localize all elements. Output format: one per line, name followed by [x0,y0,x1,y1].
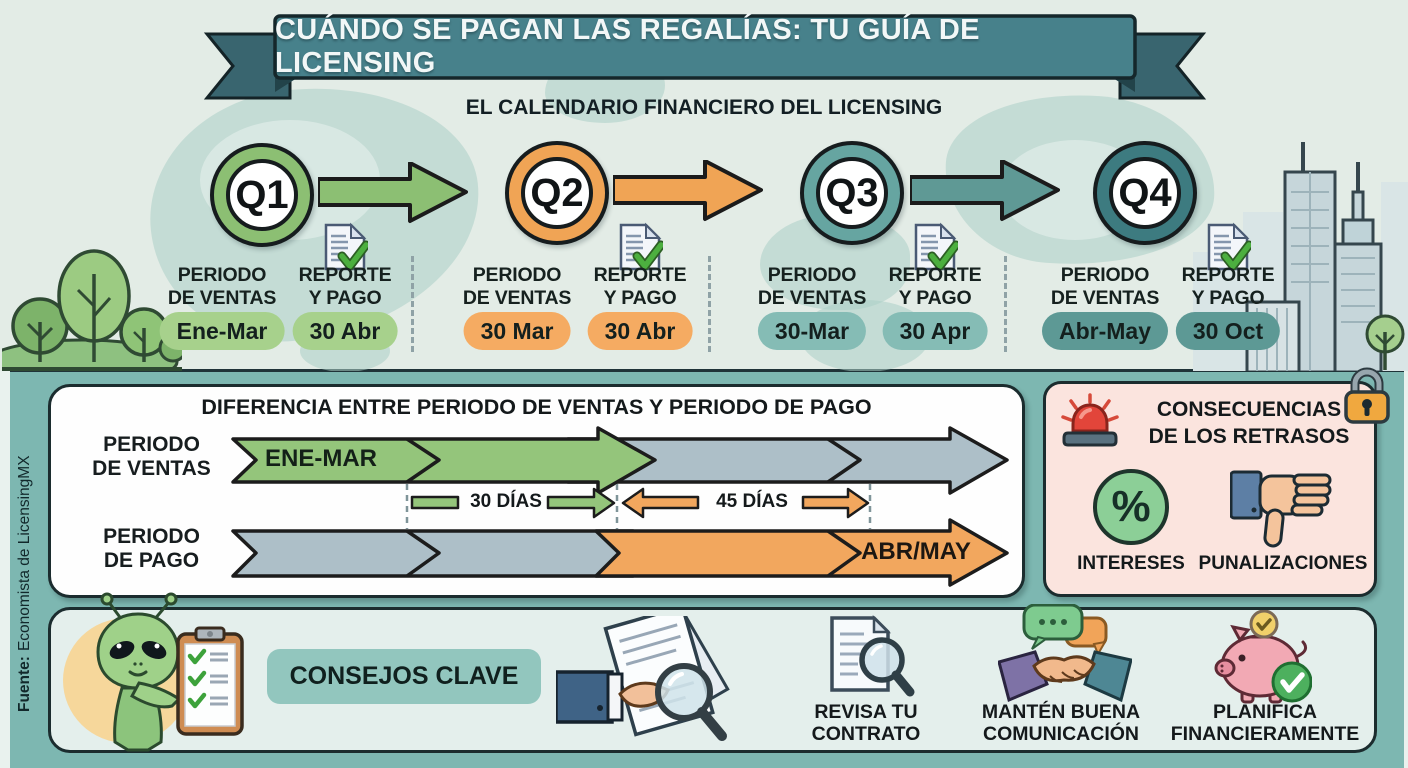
hand-document-icon [556,616,730,741]
q3-label: Q3 [816,157,888,229]
q2-label: Q2 [521,157,593,229]
report-doc-icon [619,222,663,271]
clipboard-icon [176,626,244,736]
q1-circle: Q1 [210,143,314,247]
source-text: Economista de LicensingMX [16,455,33,652]
q1-label: Q1 [226,159,298,231]
tips-heading-pill: CONSEJOS CLAVE [267,649,541,704]
source-label: Fuente: [16,656,33,712]
source-credit: Fuente: Economista de LicensingMX [16,410,34,712]
q1-report-badge: 30 Abr [292,312,398,350]
payment-period-value: ABR/MAY [861,538,971,565]
report-doc-icon [324,222,368,271]
report-doc-icon [914,222,958,271]
report-doc-icon [1207,222,1251,271]
interests-label: INTERESES [1077,553,1185,574]
alien-mascot [96,592,244,752]
q3-circle: Q3 [800,141,904,245]
arrow-q3-q4-icon [910,160,1060,221]
section-subtitle: EL CALENDARIO FINANCIERO DEL LICENSING [465,96,943,119]
thumbs-down-icon [1230,470,1332,548]
timeline-title: DIFERENCIA ENTRE PERIODO DE VENTAS Y PER… [201,395,872,419]
q4-sales-badge: Abr-May [1041,312,1169,350]
timeline-panel: DIFERENCIA ENTRE PERIODO DE VENTAS Y PER… [48,384,1025,598]
q2-sales-badge: 30 Mar [463,312,571,350]
q3-report-badge: 30 Apr [882,312,988,350]
q2-report-badge: 30 Abr [587,312,693,350]
quarter-divider [411,256,414,352]
contract-magnifier-icon [830,614,915,697]
percent-icon: % [1093,469,1169,545]
timeline-arrows-icon [231,426,1009,587]
calendar-section: CUÁNDO SE PAGAN LAS REGALÍAS: TU GUÍA DE… [0,0,1408,371]
q1-sales-badge: Ene-Mar [159,312,285,350]
arrow-q1-q2-icon [318,162,468,223]
q4-circle: Q4 [1093,141,1197,245]
penalties-label: PUNALIZACIONES [1198,553,1368,574]
arrow-q2-q3-icon [613,160,763,221]
q2-circle: Q2 [505,141,609,245]
title-ribbon [203,14,1207,100]
quarter-divider [708,256,711,352]
gap-45-days: 45 DÍAS [716,491,788,512]
padlock-icon [1344,367,1390,424]
q4-label: Q4 [1109,157,1181,229]
sales-period-value: ENE-MAR [265,445,377,472]
siren-icon [1061,393,1119,447]
q4-report-badge: 30 Oct [1175,312,1281,350]
quarter-divider [1004,256,1007,352]
piggy-bank-icon [1214,610,1312,704]
handshake-icon [998,604,1132,703]
page-title: CUÁNDO SE PAGAN LAS REGALÍAS: TU GUÍA DE… [275,14,980,79]
q3-sales-badge: 30-Mar [757,312,867,350]
gap-30-days: 30 DÍAS [470,491,542,512]
